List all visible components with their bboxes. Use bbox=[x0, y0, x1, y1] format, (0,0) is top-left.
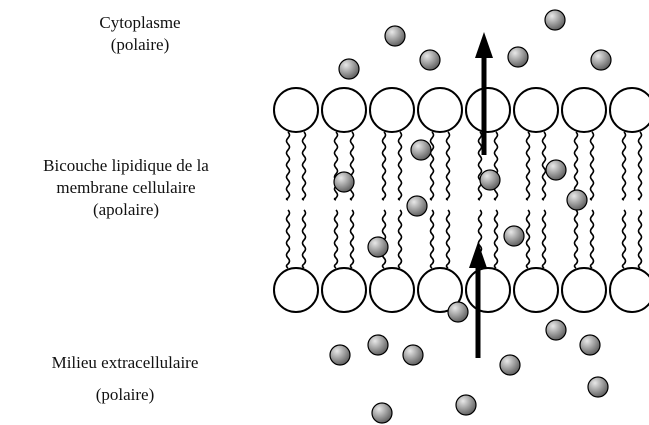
lipid-tail-lower bbox=[573, 209, 579, 269]
lipid-tail-upper bbox=[445, 131, 451, 201]
lipid-tail-lower bbox=[301, 209, 307, 269]
phospholipid-head-upper bbox=[513, 87, 559, 133]
lipid-tail-upper bbox=[397, 131, 403, 201]
lipid-tail-upper bbox=[525, 131, 531, 201]
molecule bbox=[545, 159, 567, 181]
molecule bbox=[579, 334, 601, 356]
lipid-tail-lower bbox=[397, 209, 403, 269]
bilayer-label-line2: membrane cellulaire bbox=[56, 178, 196, 197]
phospholipid-head-lower bbox=[513, 267, 559, 313]
molecule bbox=[544, 9, 566, 31]
phospholipid-head-upper bbox=[465, 87, 511, 133]
phospholipid-head-lower bbox=[465, 267, 511, 313]
phospholipid-head-upper bbox=[417, 87, 463, 133]
phospholipid-head-upper bbox=[321, 87, 367, 133]
lipid-tail-lower bbox=[493, 209, 499, 269]
bilayer-label: Bicouche lipidique de la membrane cellul… bbox=[0, 155, 252, 221]
molecule bbox=[499, 354, 521, 376]
phospholipid-head-lower bbox=[417, 267, 463, 313]
phospholipid-head-lower bbox=[321, 267, 367, 313]
molecule bbox=[507, 46, 529, 68]
lipid-tail-upper bbox=[429, 131, 435, 201]
lipid-tail-upper bbox=[541, 131, 547, 201]
molecule bbox=[419, 49, 441, 71]
phospholipid-head-lower bbox=[369, 267, 415, 313]
phospholipid-head-lower bbox=[561, 267, 607, 313]
molecule bbox=[371, 402, 393, 424]
diffusion-arrows bbox=[469, 32, 493, 358]
lipid-tail-lower bbox=[637, 209, 643, 269]
lipid-tail-upper bbox=[637, 131, 643, 201]
extracellular-label-line1: Milieu extracellulaire bbox=[51, 353, 199, 372]
molecule bbox=[406, 195, 428, 217]
molecule bbox=[367, 334, 389, 356]
molecules bbox=[329, 9, 612, 424]
phospholipid-head-upper bbox=[561, 87, 607, 133]
lipid-tail-upper bbox=[621, 131, 627, 201]
lipid-tail-upper bbox=[333, 131, 339, 201]
lipid-tail-lower bbox=[429, 209, 435, 269]
bilayer-label-line3: (apolaire) bbox=[92, 200, 160, 219]
molecule bbox=[590, 49, 612, 71]
lipid-tail-upper bbox=[349, 131, 355, 201]
phospholipid-head-upper bbox=[609, 87, 649, 133]
lipid-tail-lower bbox=[285, 209, 291, 269]
molecule bbox=[447, 301, 469, 323]
lipid-tail-lower bbox=[541, 209, 547, 269]
lipid-tail-upper bbox=[589, 131, 595, 201]
bilayer-label-line1: Bicouche lipidique de la bbox=[43, 156, 209, 175]
lipid-tail-upper bbox=[285, 131, 291, 201]
molecule bbox=[479, 169, 501, 191]
cytoplasm-label-line2: (polaire) bbox=[110, 35, 170, 54]
molecule bbox=[455, 394, 477, 416]
lipid-tail-lower bbox=[621, 209, 627, 269]
molecule bbox=[503, 225, 525, 247]
molecule bbox=[402, 344, 424, 366]
molecule bbox=[329, 344, 351, 366]
phospholipid-head-upper bbox=[273, 87, 319, 133]
molecule bbox=[410, 139, 432, 161]
molecule bbox=[566, 189, 588, 211]
lower-arrow-head bbox=[469, 242, 487, 268]
lipid-tail-upper bbox=[493, 131, 499, 201]
extracellular-label-line2: (polaire) bbox=[95, 385, 155, 404]
molecule bbox=[587, 376, 609, 398]
phospholipid-head-upper bbox=[369, 87, 415, 133]
lipid-tail-lower bbox=[333, 209, 339, 269]
lipid-tail-upper bbox=[301, 131, 307, 201]
cytoplasm-label-line1: Cytoplasme bbox=[99, 13, 181, 32]
phospholipid-head-lower bbox=[609, 267, 649, 313]
lipid-tails bbox=[285, 131, 643, 269]
lipid-tail-lower bbox=[589, 209, 595, 269]
lipid-tail-upper bbox=[381, 131, 387, 201]
cytoplasm-label: Cytoplasme (polaire) bbox=[40, 12, 240, 56]
molecule bbox=[367, 236, 389, 258]
phospholipid-heads bbox=[273, 87, 649, 313]
lipid-tail-lower bbox=[525, 209, 531, 269]
molecule bbox=[333, 171, 355, 193]
molecule bbox=[338, 58, 360, 80]
extracellular-label: Milieu extracellulaire (polaire) bbox=[20, 352, 230, 406]
lipid-tail-lower bbox=[349, 209, 355, 269]
phospholipid-head-lower bbox=[273, 267, 319, 313]
lipid-tail-upper bbox=[477, 131, 483, 201]
molecule bbox=[384, 25, 406, 47]
lipid-tail-lower bbox=[445, 209, 451, 269]
upper-arrow-head bbox=[475, 32, 493, 58]
molecule bbox=[545, 319, 567, 341]
